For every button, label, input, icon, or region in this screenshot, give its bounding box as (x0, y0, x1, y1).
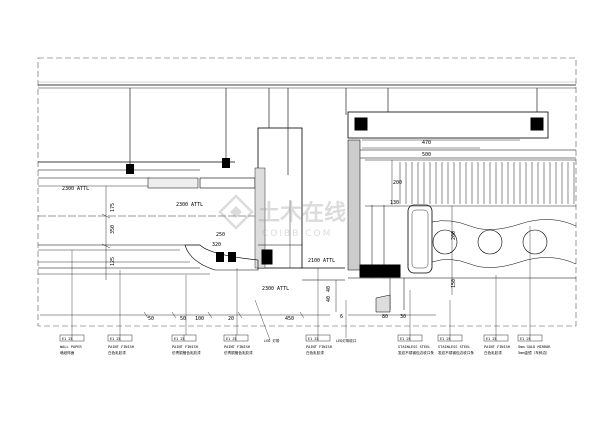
watermark-logo-icon (218, 194, 254, 230)
callout-cn: 发纹不锈钢包边收口条 (398, 350, 434, 355)
dim-350: 350 (110, 225, 116, 234)
dimension-lines (40, 139, 520, 319)
callout-material: PAINT FINISH (108, 345, 134, 349)
hanger-rods (129, 88, 538, 175)
callout-tag: E1 25 (486, 337, 497, 341)
dim-175: 175 (110, 203, 116, 212)
dim-20: 20 (228, 316, 234, 322)
dim-30: 30 (400, 314, 406, 320)
dim-450: 450 (285, 316, 294, 322)
callout-material: 5mm GOLD MIRROR (518, 345, 551, 349)
watermark-en: COIBB.COM (262, 229, 332, 239)
dim-soffit-lower: 2300 ATTL (262, 286, 289, 292)
callout-tag: E1 25 (174, 337, 185, 341)
watermark: 土木在线 COIBB.COM (218, 194, 346, 239)
dim-150: 150 (451, 279, 457, 288)
callout-tag: E1 25 (520, 337, 531, 341)
callout-cn: 白色乳胶漆 (108, 350, 126, 355)
left-ceiling (38, 161, 260, 275)
dim-40b: 40 (326, 296, 332, 302)
callout-cn: 墙纸饰面 (60, 350, 75, 355)
callout-material: PAINT FINISH (224, 345, 250, 349)
dim-50b: 50 (180, 316, 186, 322)
dim-40a: 40 (326, 286, 332, 292)
callout-cn: 仿青铜蜡色乳胶漆 (224, 350, 253, 355)
callout-tag: E1 25 (400, 337, 411, 341)
callout-cn: 仿青铜蜡色乳胶漆 (172, 350, 201, 355)
callout-cn: 发纹不锈钢包边收口条 (438, 350, 474, 355)
callout-tag: E1 25 (226, 337, 237, 341)
led-strip-label: LED 灯带 (264, 338, 280, 343)
callout-material: WALL PAPER (60, 345, 82, 349)
dim-125: 125 (110, 257, 116, 266)
dim-ceiling-mid: 2300 ATTL (176, 202, 203, 208)
drawing-border (37, 57, 577, 327)
callout-material: STAINLESS STEEL (438, 345, 470, 349)
callout-cn: 白色乳胶漆 (306, 350, 324, 355)
callout-tag: E1 25 (440, 337, 451, 341)
fluted-panel (365, 159, 576, 207)
dim-470: 470 (422, 140, 431, 146)
callout-tag: E1 25 (110, 337, 121, 341)
watermark-cn: 土木在线 (258, 200, 346, 226)
dim-500: 500 (422, 152, 431, 158)
dim-200a: 200 (393, 180, 402, 186)
callout-material: PAINT FINISH (172, 345, 198, 349)
dim-250: 250 (216, 232, 225, 238)
led-detail-label: LED灯带收口 (336, 338, 357, 343)
dim-100: 100 (195, 316, 204, 322)
callout-material: PAINT FINISH (306, 345, 332, 349)
ceiling-slab (38, 81, 576, 89)
dim-floor: 2100 ATTL (308, 258, 335, 264)
soffit-block (184, 127, 345, 281)
dim-ceiling-left: 2300 ATTL (62, 186, 89, 192)
callout-cn: 5mm金镜（车斜边） (518, 350, 550, 355)
moulding-band (348, 204, 577, 313)
light-fixtures (126, 158, 236, 262)
dim-6: 6 (340, 314, 343, 320)
callout-tag: E1 25 (308, 337, 319, 341)
callout-cn: 白色乳胶漆 (484, 350, 502, 355)
leader-lines (71, 226, 531, 341)
dim-200b: 200 (451, 231, 457, 240)
dim-80: 80 (382, 314, 388, 320)
callout-material: STAINLESS STEEL (398, 345, 430, 349)
dimension-texts: 2300 ATTL 2300 ATTL 2300 ATTL 2100 ATTL … (62, 140, 457, 322)
callout-material: PAINT FINISH (484, 345, 510, 349)
dim-130: 130 (390, 200, 399, 206)
dim-50a: 50 (148, 316, 154, 322)
dim-320: 320 (212, 242, 221, 248)
right-cornice (347, 111, 576, 271)
callout-tag: E1 25 (62, 337, 73, 341)
